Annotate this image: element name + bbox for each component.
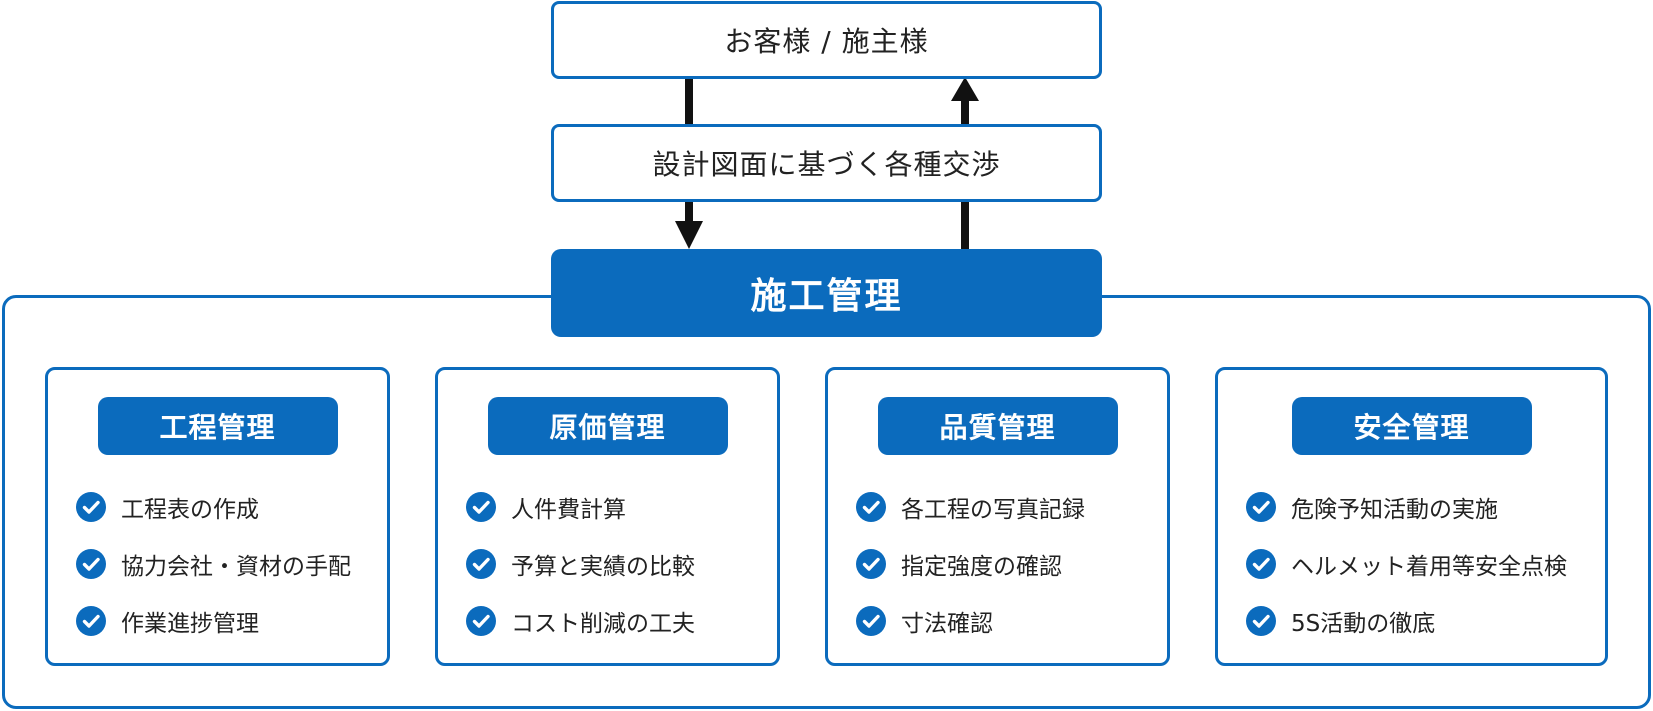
arrow-up-line-lower <box>961 200 969 250</box>
negotiation-box: 設計図面に基づく各種交渉 <box>551 124 1102 202</box>
checklist-item-label: コスト削減の工夫 <box>511 611 695 637</box>
checklist-item-label: ヘルメット着用等安全点検 <box>1291 554 1567 580</box>
arrow-up-head <box>951 77 979 101</box>
checklist-item-label: 協力会社・資材の手配 <box>121 554 351 580</box>
checklist-item: 危険予知活動の実施 <box>1246 490 1498 524</box>
check-circle-icon <box>856 492 886 522</box>
checklist-item: 寸法確認 <box>856 604 993 638</box>
checklist-item-label: 5S活動の徹底 <box>1291 611 1436 637</box>
check-circle-icon <box>1246 606 1276 636</box>
check-circle-icon <box>466 492 496 522</box>
checklist-item: 作業進捗管理 <box>76 604 259 638</box>
checklist-item: 指定強度の確認 <box>856 547 1062 581</box>
checklist-item: ヘルメット着用等安全点検 <box>1246 547 1567 581</box>
arrow-down-line-lower <box>685 200 693 222</box>
checklist-item: 人件費計算 <box>466 490 626 524</box>
category-card: 原価管理人件費計算予算と実績の比較コスト削減の工夫 <box>435 367 780 666</box>
category-title: 安全管理 <box>1291 397 1532 455</box>
checklist-item: 予算と実績の比較 <box>466 547 695 581</box>
category-card: 安全管理危険予知活動の実施ヘルメット着用等安全点検 5S活動の徹底 <box>1215 367 1608 666</box>
check-circle-icon <box>76 549 106 579</box>
category-card: 品質管理各工程の写真記録指定強度の確認寸法確認 <box>825 367 1170 666</box>
checklist-item-label: 人件費計算 <box>511 497 626 523</box>
check-circle-icon <box>1246 492 1276 522</box>
arrow-up-line-upper <box>961 100 969 124</box>
category-title: 品質管理 <box>877 397 1118 455</box>
checklist-item-label: 寸法確認 <box>901 611 993 637</box>
main-box: 施工管理 <box>551 249 1102 337</box>
check-circle-icon <box>466 606 496 636</box>
checklist-item-label: 各工程の写真記録 <box>901 497 1085 523</box>
main-label: 施工管理 <box>750 276 903 317</box>
checklist-item-label: 指定強度の確認 <box>901 554 1062 580</box>
checklist-item: 5S活動の徹底 <box>1246 604 1435 638</box>
checklist-item: 協力会社・資材の手配 <box>76 547 351 581</box>
category-card: 工程管理工程表の作成協力会社・資材の手配作業進捗管理 <box>45 367 390 666</box>
client-box: お客様 / 施主様 <box>551 1 1102 79</box>
checklist-item: コスト削減の工夫 <box>466 604 695 638</box>
category-title: 原価管理 <box>487 397 728 455</box>
check-circle-icon <box>76 492 106 522</box>
negotiation-label: 設計図面に基づく各種交渉 <box>652 148 1001 181</box>
arrow-down-head <box>675 221 703 249</box>
check-circle-icon <box>76 606 106 636</box>
checklist-item-label: 工程表の作成 <box>121 497 259 523</box>
checklist-item-label: 危険予知活動の実施 <box>1291 497 1498 523</box>
client-label: お客様 / 施主様 <box>724 25 929 58</box>
checklist-item: 各工程の写真記録 <box>856 490 1085 524</box>
check-circle-icon <box>856 549 886 579</box>
category-title: 工程管理 <box>97 397 338 455</box>
check-circle-icon <box>1246 549 1276 579</box>
checklist-item-label: 作業進捗管理 <box>121 611 259 637</box>
check-circle-icon <box>466 549 496 579</box>
check-circle-icon <box>856 606 886 636</box>
checklist-item-label: 予算と実績の比較 <box>511 554 695 580</box>
checklist-item: 工程表の作成 <box>76 490 259 524</box>
arrow-down-line-upper <box>685 76 693 124</box>
